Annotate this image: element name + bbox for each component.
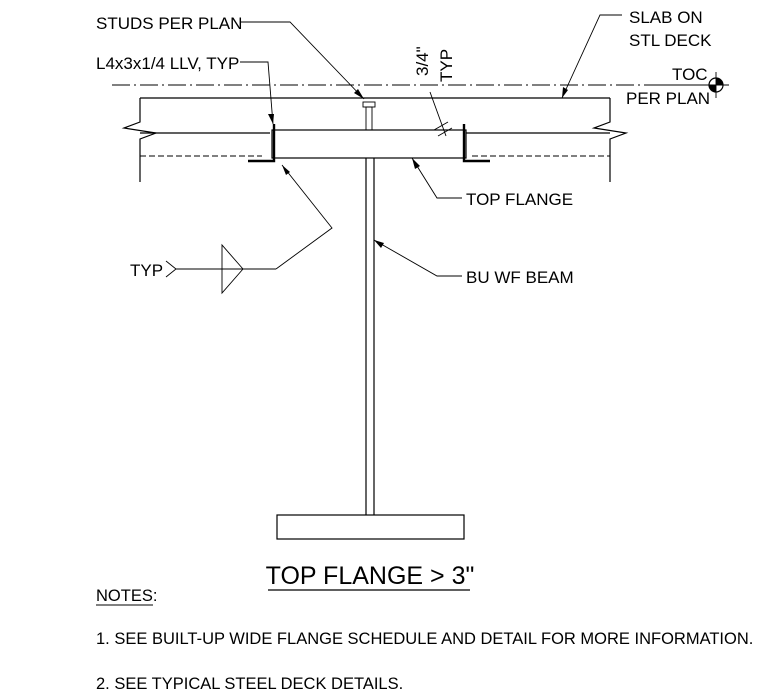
note-item: 2. SEE TYPICAL STEEL DECK DETAILS. <box>96 675 403 693</box>
angle-leader <box>240 61 274 125</box>
beam-leader-arrow <box>374 240 384 248</box>
slab-label-line2: STL DECK <box>629 31 712 50</box>
dimension-value: 3/4" <box>413 46 432 76</box>
note-item: 1. SEE BUILT-UP WIDE FLANGE SCHEDULE AND… <box>96 630 753 648</box>
slab-right-break <box>591 98 629 182</box>
top-flange-leader-arrow <box>412 158 420 169</box>
dimension-mark <box>429 91 453 137</box>
beam-leader <box>373 239 462 277</box>
studs-label: STUDS PER PLAN <box>96 14 242 33</box>
top-flange-label: TOP FLANGE <box>466 190 573 209</box>
beam-label: BU WF BEAM <box>466 268 574 287</box>
weld-leader-arrow <box>282 165 290 175</box>
toc-label-line2: PER PLAN <box>626 89 710 108</box>
notes-heading: NOTES: <box>96 587 157 605</box>
top-flange-plate <box>271 129 467 159</box>
dimension-typ: TYP <box>437 49 456 82</box>
toc-symbol-icon <box>703 72 729 98</box>
studs-leader <box>240 21 365 100</box>
weld-typ-label: TYP <box>130 261 163 280</box>
detail-title: TOP FLANGE > 3" <box>266 562 475 590</box>
angle-label: L4x3x1/4 LLV, TYP <box>96 54 239 73</box>
slab-label-line1: SLAB ON <box>629 8 703 27</box>
top-flange-leader <box>411 157 462 199</box>
angle-left <box>248 124 276 163</box>
toc-label-line1: TOC <box>672 65 708 84</box>
weld-symbol-icon <box>165 164 333 295</box>
bottom-flange-plate <box>276 514 465 540</box>
slab-left-break <box>121 98 159 182</box>
slab-leader-arrow <box>562 87 568 98</box>
angle-leader-arrow <box>268 114 274 124</box>
shear-stud <box>362 101 376 131</box>
slab-leader <box>561 14 622 99</box>
angle-right <box>462 124 490 163</box>
studs-leader-arrow <box>354 89 364 99</box>
